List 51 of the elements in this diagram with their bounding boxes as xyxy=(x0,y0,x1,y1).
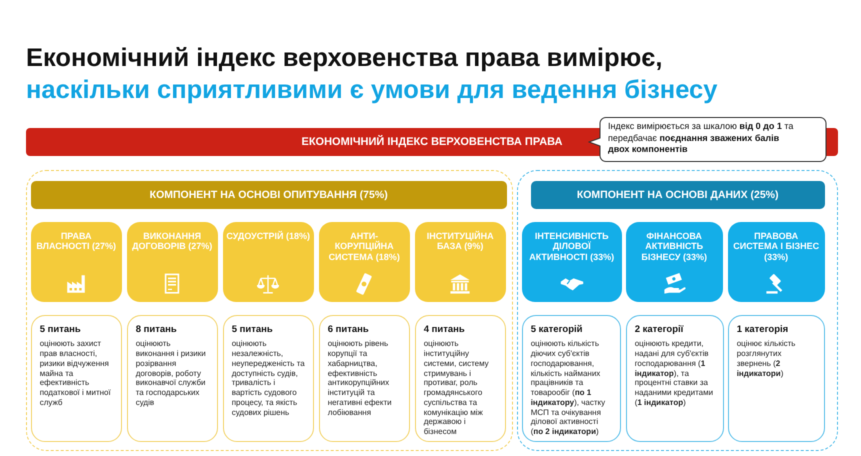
pillar-card xyxy=(30,222,122,302)
card-heading: 2 категорії xyxy=(634,324,684,336)
pillar-card xyxy=(414,222,506,302)
card-description: оцінюють кредити, надані для суб'єктів господарювання (1 індикатор), та процентні ставки за наданими кредитами (1 індикатор) xyxy=(634,339,714,408)
pillar-title: ПРАВА ВЛАСНОСТІ (27%) xyxy=(36,230,116,252)
component-header xyxy=(530,180,825,209)
description-card xyxy=(222,314,314,442)
description-card xyxy=(728,314,825,442)
pillar-title: ВИКОНАННЯ ДОГОВОРІВ (27%) xyxy=(132,230,212,252)
title: Економічний індекс верховенства права вимірює, xyxy=(26,44,662,73)
card-heading: 5 питань xyxy=(232,324,274,336)
description-card xyxy=(522,314,621,442)
header-text: КОМПОНЕНТ НА ОСНОВІ ДАНИХ (25%) xyxy=(576,188,779,201)
card-description: оцінюють рівень корупції та хабарництва, ефективність антикорупційних інституцій та негативні ефекти лобіювання xyxy=(328,339,393,418)
pillar-title: АНТИ-КОРУПЦІЙНА СИСТЕМА (18%) xyxy=(328,230,400,262)
component-header xyxy=(30,180,507,209)
banner-text: ЕКОНОМІЧНИЙ ІНДЕКС ВЕРХОВЕНСТВА ПРАВА xyxy=(302,136,562,148)
subtitle: наскільки сприятливими є умови для ведення бізнесу xyxy=(26,76,718,105)
card-heading: 4 питань xyxy=(424,324,466,336)
card-description: оцінюють інституційну системи, систему стримувань і противаг, роль громадянського суспільства та комунікацію між державою і бізнесом xyxy=(424,339,490,437)
description-card xyxy=(414,314,506,442)
pillar-title: ПРАВОВА СИСТЕМА І БІЗНЕС (33%) xyxy=(733,230,820,262)
card-description: оцінюють незалежність, неупередженість та доступність судів, тривалість і вартість судового процесу, та якість судових рішень xyxy=(232,339,306,418)
description-card xyxy=(626,314,724,442)
card-heading: 1 категорія xyxy=(736,324,790,336)
card-heading: 8 питань xyxy=(136,324,178,336)
description-card xyxy=(318,314,410,442)
description-card xyxy=(126,314,218,442)
card-heading: 5 категорій xyxy=(530,324,584,336)
card-description: оцінюють виконання і ризики розірвання договорів, роботу виконавчої служби та господарських судів xyxy=(136,339,207,408)
pillar-card xyxy=(126,222,218,302)
description-card xyxy=(30,314,122,442)
pillar-card xyxy=(728,222,825,302)
header-text: КОМПОНЕНТ НА ОСНОВІ ОПИТУВАННЯ (75%) xyxy=(150,188,388,201)
pillar-title: ІНТЕНСИВНІСТЬ ДІЛОВОЇ АКТИВНОСТІ (33%) xyxy=(529,230,614,262)
card-description: оцінює кількість розглянутих звернень (2 індикатори) xyxy=(736,339,796,378)
pillar-card xyxy=(626,222,723,302)
pillar-card xyxy=(318,222,410,302)
pillar-title: ФІНАНСОВА АКТИВНІСТЬ БІЗНЕСУ (33%) xyxy=(641,230,707,262)
callout-text: Індекс вимірюється за шкалою від 0 до 1 та передбачає поєднання зважених балів двох компонентів xyxy=(608,121,794,156)
speech-bubble-tooltip xyxy=(588,116,828,163)
pillar-card xyxy=(522,222,622,302)
pillar-title: ІНСТИТУЦІЙНА БАЗА (9%) xyxy=(426,230,494,252)
group-frame xyxy=(517,170,838,451)
pillar-title: СУДОУСТРІЙ (18%) xyxy=(226,230,310,241)
group-frame xyxy=(26,170,513,451)
card-heading: 6 питань xyxy=(328,324,370,336)
card-description: оцінюють кількість діючих суб'єктів господарювання, кількість найманих працівників та товарообіг (по 1 індикатору), частку МСП та очікування ділової активності (по 2 індикатори) xyxy=(530,339,606,437)
card-heading: 5 питань xyxy=(40,324,82,336)
pillar-card xyxy=(222,222,314,302)
card-description: оцінюють захист прав власності, ризики відчуження майна та ефективність податкової і митної служб xyxy=(40,339,112,408)
